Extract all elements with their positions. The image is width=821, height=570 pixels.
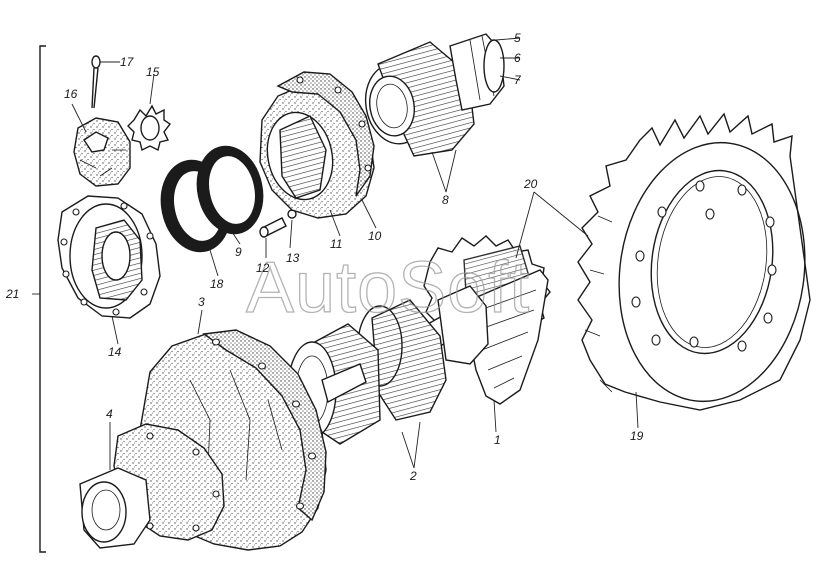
crown-gear-19 — [577, 112, 811, 411]
cover-10 — [276, 71, 375, 197]
label-14: 14 — [108, 345, 122, 359]
label-6: 6 — [514, 51, 521, 65]
drive-pinion-1 — [423, 235, 551, 405]
label-11: 11 — [330, 237, 342, 251]
label-13: 13 — [286, 251, 300, 265]
label-3: 3 — [198, 295, 205, 309]
watermark-text: AutoSoft — [246, 248, 530, 328]
label-15: 15 — [146, 65, 160, 79]
label-8: 8 — [442, 193, 449, 207]
label-21: 21 — [5, 287, 19, 301]
label-2: 2 — [409, 469, 417, 483]
gear-teeth-20 — [515, 191, 589, 259]
label-20: 20 — [523, 177, 538, 191]
label-5: 5 — [514, 31, 521, 45]
castle-nut-16 — [73, 117, 131, 187]
assembly-bracket-21 — [32, 45, 46, 553]
label-18: 18 — [210, 277, 224, 291]
tab-washer-15 — [127, 104, 172, 152]
label-9: 9 — [235, 245, 242, 259]
label-7: 7 — [514, 73, 522, 87]
label-19: 19 — [630, 429, 644, 443]
bolt-12 — [259, 217, 287, 238]
bearing-8 — [364, 41, 475, 157]
callout-numbers: 1 2 3 4 5 6 7 8 9 10 11 12 13 14 15 16 1… — [5, 31, 644, 483]
label-10: 10 — [368, 229, 382, 243]
flange-14 — [57, 195, 161, 319]
label-16: 16 — [64, 87, 78, 101]
spacers-5-6-7 — [449, 33, 505, 111]
label-12: 12 — [256, 261, 270, 275]
cotter-pin-17 — [91, 55, 101, 109]
label-17: 17 — [120, 55, 135, 69]
leader-lines — [71, 37, 639, 470]
end-cup-4 — [79, 423, 225, 549]
label-4: 4 — [106, 407, 113, 421]
label-1: 1 — [494, 433, 501, 447]
seal-ring-9 — [196, 145, 264, 235]
